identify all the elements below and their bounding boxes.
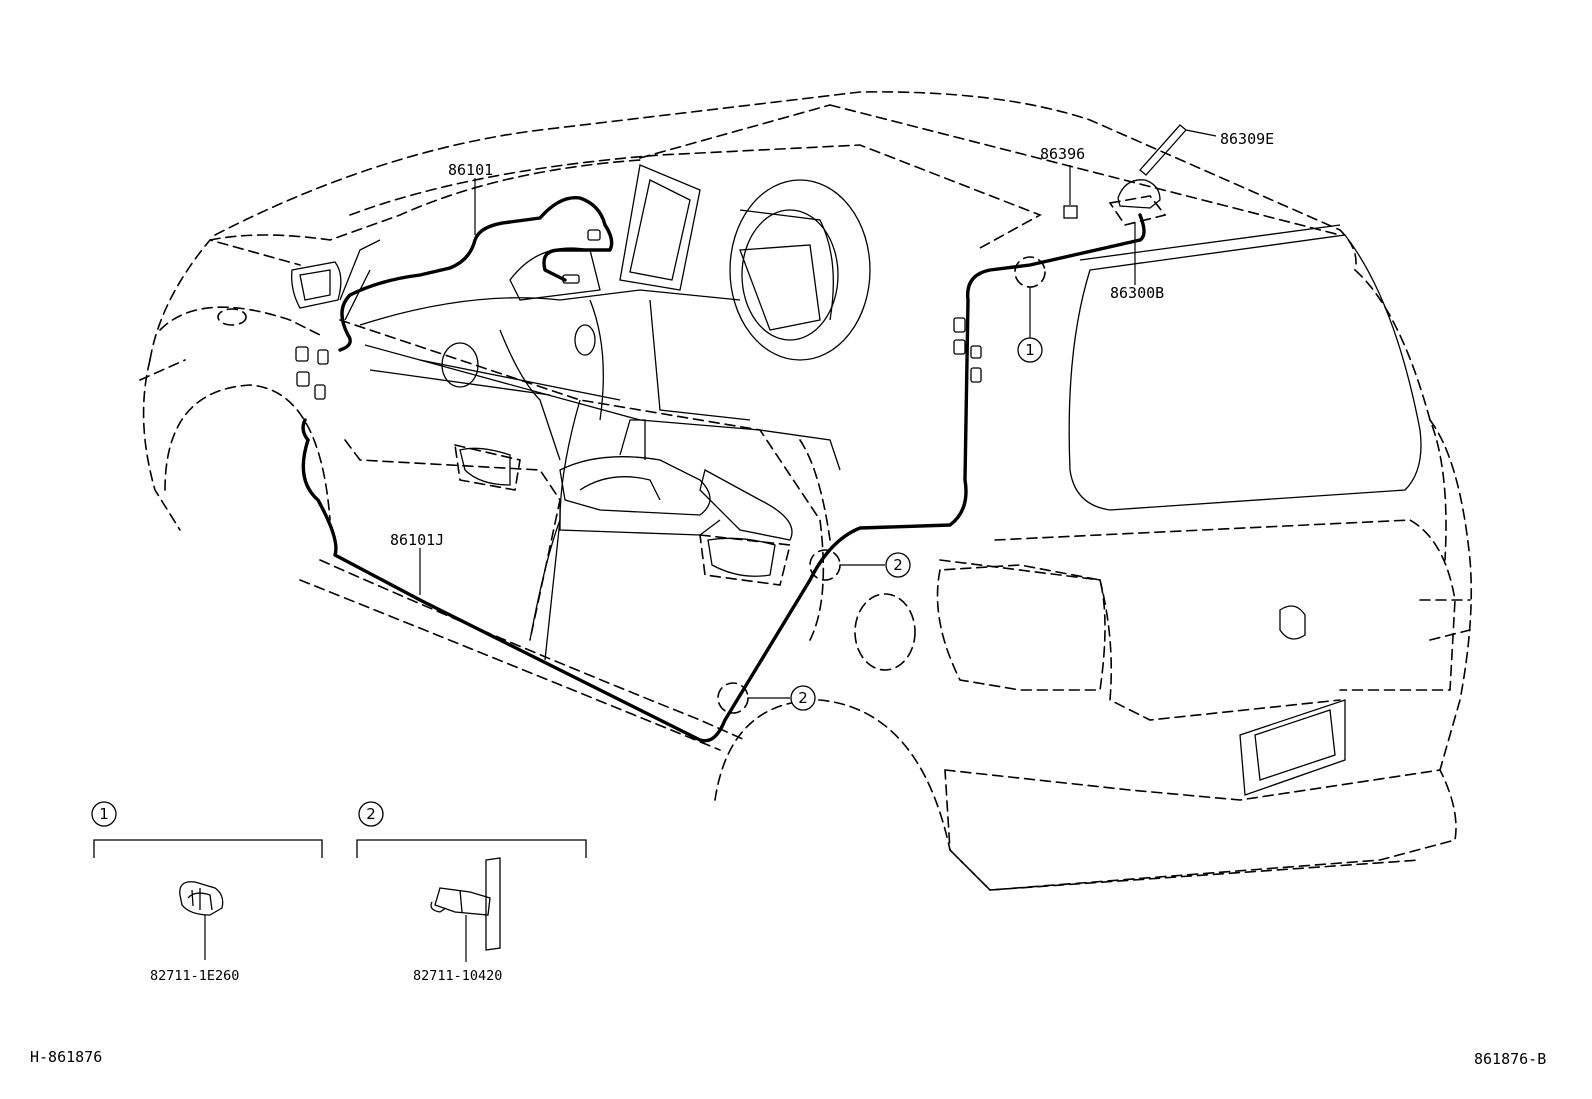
clip-locations <box>717 256 1046 714</box>
svg-text:2: 2 <box>893 556 903 574</box>
clamp-box-icon <box>1063 205 1078 219</box>
cable-connectors <box>295 229 982 400</box>
detail-2: 2 82711-10420 <box>356 801 587 984</box>
part-label-86396: 86396 <box>1040 145 1085 163</box>
part-label-86309e: 86309E <box>1220 130 1274 148</box>
clamp-1-icon <box>179 881 224 916</box>
car-body-outline <box>139 91 1473 891</box>
svg-text:2: 2 <box>798 689 808 707</box>
part-label-82711-1e260: 82711-1E260 <box>150 968 239 984</box>
roof-antenna <box>1063 124 1187 226</box>
footer-right-code: 861876-B <box>1474 1050 1546 1068</box>
part-label-86101j: 86101J <box>390 531 444 549</box>
cable-86101 <box>301 238 1142 743</box>
part-label-86101: 86101 <box>448 161 493 179</box>
interior-outline <box>339 164 871 541</box>
callout-2-lower: 2 <box>790 685 816 711</box>
antenna-rod-icon <box>1139 124 1187 176</box>
footer-left-code: H-861876 <box>30 1048 102 1066</box>
callout-2-upper: 2 <box>885 552 911 578</box>
svg-text:1: 1 <box>99 805 109 823</box>
leader-lines <box>419 129 1217 699</box>
part-label-82711-10420: 82711-10420 <box>413 968 502 984</box>
callout-1-roof: 1 <box>1017 337 1043 363</box>
part-label-86300b: 86300B <box>1110 284 1164 302</box>
detail-1: 1 82711-1E260 <box>91 801 323 984</box>
antenna-base-icon <box>1117 179 1161 209</box>
clamp-2-icon <box>430 857 501 951</box>
antenna-cable-route <box>301 195 1146 743</box>
svg-text:1: 1 <box>1025 341 1035 359</box>
svg-text:2: 2 <box>366 805 376 823</box>
